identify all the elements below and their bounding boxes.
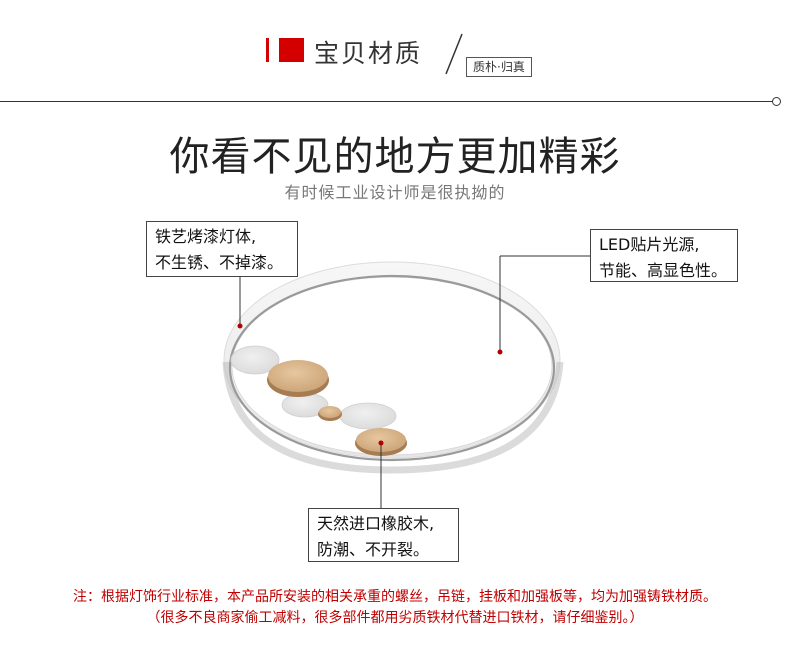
wood-disc [267,360,329,397]
grey-disc [339,402,397,430]
section-title: 宝贝材质 [314,39,423,68]
callout-led-line1: LED贴片光源, [599,235,700,254]
leader-line-led [497,255,590,355]
header-divider-line [0,101,772,102]
wood-disc [355,428,407,456]
grey-disc [281,392,329,418]
wood-disc [318,406,342,421]
divider-end-circle [772,97,781,106]
headline: 你看不见的地方更加精彩 [169,134,621,180]
callout-wood-line1: 天然进口橡胶木, [317,514,435,533]
callout-led: LED贴片光源, 节能、高显色性。 [590,229,738,282]
callout-led-line2: 节能、高显色性。 [599,261,728,280]
header-accent-bar [279,38,304,62]
warning-note: （很多不良商家偷工减料，很多部件都用劣质铁材代替进口铁材，请仔细鉴别。） [146,610,644,626]
lamp-frame [222,261,564,474]
section-tag: 质朴·归真 [466,57,532,77]
leader-line-frame [237,276,243,329]
callout-frame-line2: 不生锈、不掉漆。 [155,253,284,272]
subheadline: 有时候工业设计师是很执拗的 [284,183,506,202]
header-accent-bar-thin [266,38,269,62]
leader-line-wood [378,440,384,508]
material-note: 注：根据灯饰行业标准，本产品所安装的相关承重的螺丝，吊链，挂板和加强板等，均为加… [73,589,717,605]
callout-wood-line2: 防潮、不开裂。 [317,540,430,559]
callout-wood: 天然进口橡胶木, 防潮、不开裂。 [308,508,459,562]
callout-frame-line1: 铁艺烤漆灯体, [155,227,257,246]
callout-frame: 铁艺烤漆灯体, 不生锈、不掉漆。 [146,221,298,277]
slash-divider [445,33,463,75]
grey-disc [230,345,280,375]
